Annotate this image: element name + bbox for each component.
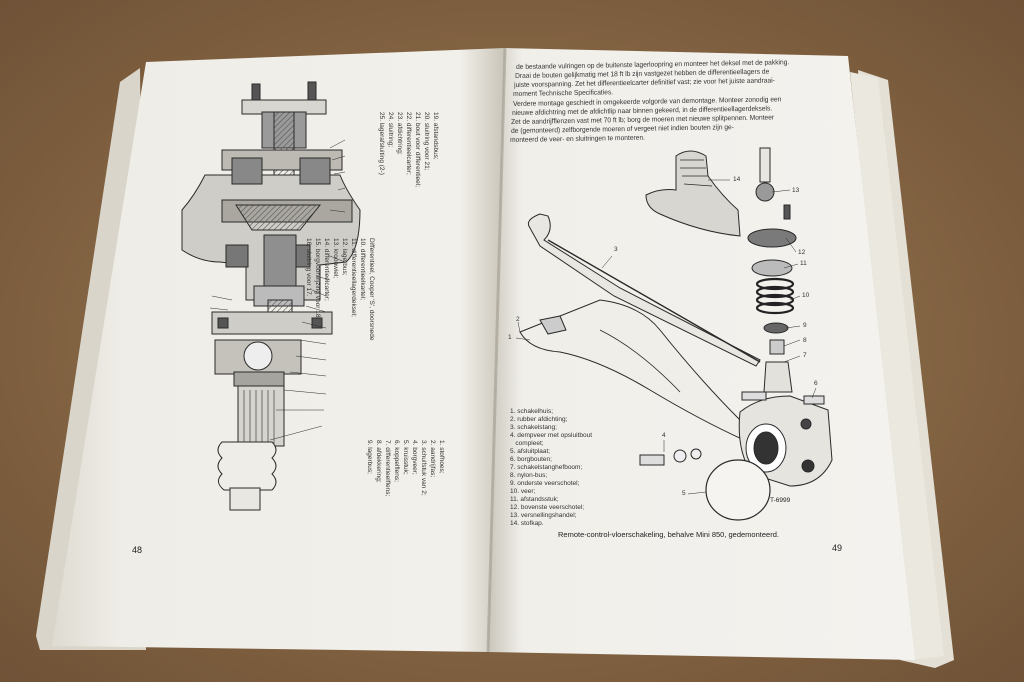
gearshift-exploded-drawing: [515, 147, 833, 521]
legend-item: 15. borgvoorwijzing voor 18;: [314, 238, 321, 320]
callout-label: 9: [803, 322, 807, 329]
right-page: [488, 48, 915, 660]
left-page-number: 48: [132, 545, 143, 555]
legend-item: 6. koppelflens;: [393, 440, 400, 482]
legend-item: 14. differentieelcarter;: [323, 238, 330, 301]
callout-label: 7: [803, 352, 807, 359]
legend-item: 21. bout voor differentieel;: [414, 112, 421, 188]
legend-item: 11. differentieellagerdeksel;: [350, 238, 357, 317]
legend-item: 4. dempveer met opsluitbout: [510, 432, 593, 439]
legend-item: 2. aandrijfas;: [429, 440, 436, 478]
callout-label: 11: [800, 260, 807, 267]
legend-item: 11. afstandsstuk;: [510, 496, 559, 503]
callout-label: 2: [516, 316, 520, 323]
legend-item: 13. kroonwiel;: [332, 238, 339, 279]
legend-item: 2. rubber afdichting;: [510, 416, 568, 423]
callout-label: 12: [798, 249, 806, 256]
legend-item: 1. schakelhuis;: [510, 408, 553, 415]
legend-item: 12. bovenste veerschotel;: [510, 504, 585, 511]
legend-item: 12. lagerbus;: [341, 238, 348, 276]
left-legend-right: 19. afstandsbus; 20. sluitring voor 21; …: [377, 112, 440, 187]
legend-item: 1. stofhoes;: [438, 440, 445, 474]
legend-item: 3. schuifstuk van 2;: [420, 440, 427, 496]
legend-item: 4. borgveer;: [411, 440, 418, 475]
legend-item: 22. differentieelcarter;: [405, 112, 412, 175]
right-page-number: 49: [832, 543, 843, 553]
drawing-code: T-6999: [770, 497, 791, 504]
legend-item: 10. differentieelkartel;: [359, 238, 366, 301]
legend-item: Differentieel, Cooper 'S', doorsnede: [368, 238, 375, 341]
legend-item: 14. stofkap.: [510, 520, 544, 527]
legend-item: 3. schakelstang;: [510, 424, 557, 431]
legend-item: 7. schakelstanghefboom;: [510, 464, 583, 471]
legend-item: 10. veer;: [510, 488, 536, 495]
legend-item: 23. afdichtring;: [396, 112, 403, 155]
legend-item: compleet;: [510, 440, 544, 447]
left-legend-upper: Differentieel, Cooper 'S', doorsnede 10.…: [304, 238, 376, 340]
legend-item: 5. afsluitplaat;: [510, 448, 551, 455]
legend-item: 5. kruisstuk;: [402, 440, 409, 475]
legend-item: 6. borgbouten;: [510, 456, 552, 463]
callout-label: 5: [682, 490, 686, 497]
legend-item: 8. afdekkering;: [375, 440, 382, 483]
legend-item: 25. lagerafsluiting (2-): [378, 112, 385, 175]
callout-label: 8: [803, 337, 807, 344]
legend-item: 7. differentieelflens;: [384, 440, 391, 497]
legend-item: 9. onderste veerschotel;: [510, 480, 580, 487]
callout-label: 6: [814, 380, 818, 387]
callout-label: 13: [792, 187, 800, 194]
callout-label: 10: [802, 292, 810, 299]
left-legend-lower: 1. stofhoes; 2. aandrijfas; 3. schuifstu…: [365, 440, 446, 496]
legend-item: 20. sluitring voor 21;: [423, 112, 430, 171]
callout-label: 3: [614, 246, 618, 253]
legend-item: 19. afstandsbus;: [432, 112, 439, 160]
legend-item: 24. sluitring;: [387, 112, 394, 148]
right-legend: 1. schakelhuis; 2. rubber afdichting; 3.…: [510, 408, 592, 528]
legend-item: 13. versnellingshandel;: [510, 512, 577, 519]
legend-item: 8. nylon-bus;: [510, 472, 548, 479]
callout-label: 4: [662, 432, 666, 439]
callout-label: 14: [733, 176, 741, 183]
differential-cutaway-drawing: [181, 81, 361, 511]
legend-item: 9. lagerbus;: [366, 440, 373, 474]
figure-caption: Remote-control-vloerschakeling, behalve …: [558, 530, 779, 539]
callout-label: 1: [508, 334, 512, 341]
legend-item: 16. sluitring voor 17.: [305, 238, 312, 297]
